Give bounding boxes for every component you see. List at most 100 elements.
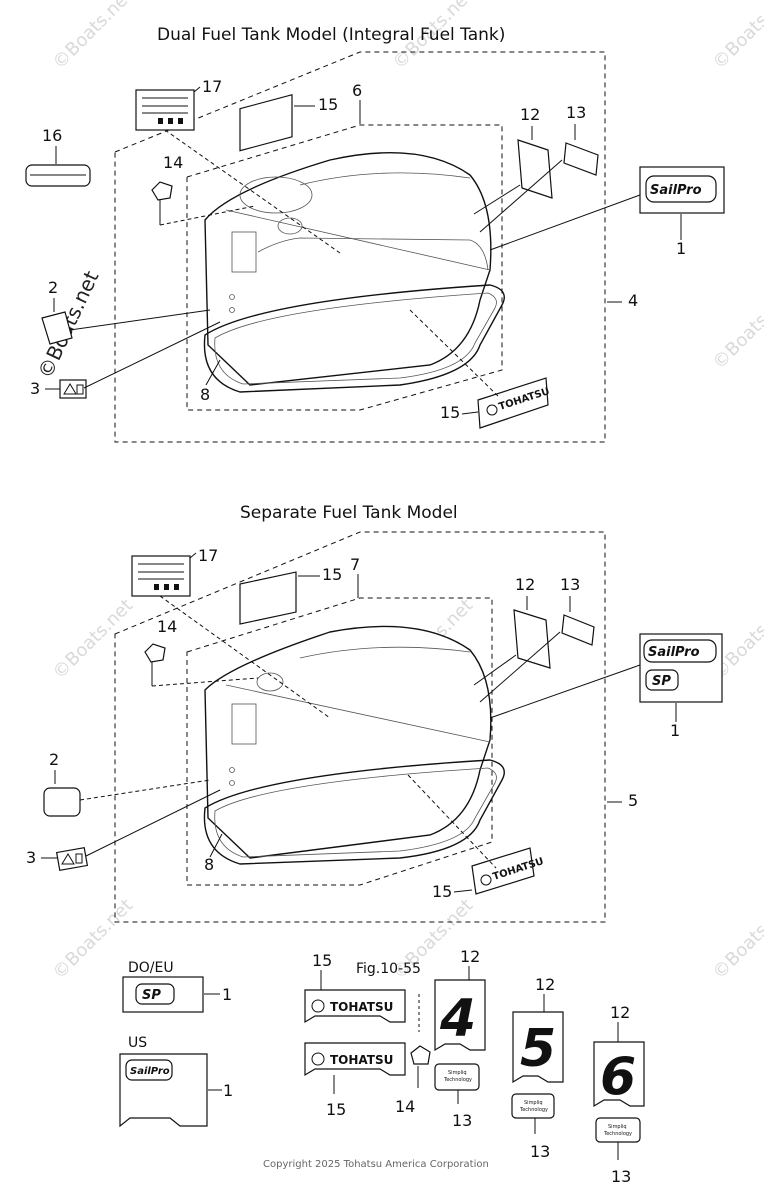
- seal-8: [203, 759, 505, 865]
- region-us: US: [128, 1035, 147, 1051]
- section-title-separate-tank: Separate Fuel Tank Model: [240, 503, 458, 523]
- callout-7: 7: [350, 555, 360, 574]
- copyright: Copyright 2025 Tohatsu America Corporati…: [263, 1159, 489, 1170]
- callout-1: 1: [670, 721, 680, 740]
- part-15-tohatsu-decal: [477, 377, 549, 429]
- callout-16: 16: [42, 126, 62, 145]
- watermark: ©Boats.net: [709, 895, 764, 983]
- callout-12: 12: [535, 975, 555, 994]
- callout-15: 15: [322, 565, 342, 584]
- callout-1: 1: [222, 985, 232, 1004]
- digit-6: 6: [600, 1047, 636, 1107]
- digit-5: 5: [520, 1019, 556, 1079]
- assembly-6-outline: [186, 124, 503, 411]
- part-13-simpliq-decal: [595, 1117, 641, 1143]
- watermark: ©Boats.net: [49, 0, 137, 74]
- sailpro-logo: SailPro: [130, 1066, 170, 1077]
- watermark: ©Boats.net: [49, 595, 137, 683]
- watermark: ©Boats.net: [709, 285, 764, 373]
- callout-13: 13: [611, 1167, 631, 1186]
- callout-1: 1: [676, 239, 686, 258]
- engine-cowl-bottom: [203, 625, 505, 865]
- callout-13: 13: [560, 575, 580, 594]
- callout-15: 15: [312, 951, 332, 970]
- bottom-section: Separate Fuel Tank Model 17 1: [26, 503, 723, 923]
- callout-3: 3: [26, 848, 36, 867]
- callout-6: 6: [352, 81, 362, 100]
- assembly-5-outline: [114, 531, 606, 923]
- region-do-eu: DO/EU: [128, 960, 174, 976]
- engine-cowl-top: [203, 152, 505, 393]
- part-13-decal: [563, 142, 599, 176]
- callout-15: 15: [318, 95, 338, 114]
- svg-text:Technology: Technology: [519, 1107, 548, 1113]
- callout-15b: 15: [432, 882, 452, 901]
- part-15-tohatsu-decal: [471, 847, 535, 895]
- callout-8: 8: [200, 385, 210, 404]
- svg-text:Simpliq: Simpliq: [448, 1070, 467, 1076]
- part-2-handle-cover: [41, 311, 73, 345]
- part-12-number-6: [593, 1041, 645, 1108]
- watermark: ©Boats.net: [49, 895, 137, 983]
- callout-13: 13: [530, 1142, 550, 1161]
- part-14-tohatsu-mark: [410, 1045, 431, 1065]
- callout-1: 1: [223, 1081, 233, 1100]
- assembly-7-outline: [186, 597, 493, 886]
- figure-ref: Fig.10-55: [356, 961, 421, 977]
- legend-section: DO/EU SP 1 US SailPro 1 15 TOHATSU TOHAT…: [119, 947, 645, 1186]
- callout-14: 14: [163, 153, 183, 172]
- callout-4: 4: [628, 291, 638, 310]
- callout-17: 17: [202, 77, 222, 96]
- tohatsu-logo: TOHATSU: [330, 1000, 393, 1014]
- part-12-number-5: [512, 1011, 564, 1084]
- part-15-tohatsu-decal: [304, 1042, 406, 1077]
- seal-8: [203, 284, 505, 393]
- part-15-decal: [239, 93, 293, 152]
- callout-2: 2: [49, 750, 59, 769]
- part-2-handle-cover: [43, 787, 81, 817]
- callout-8: 8: [204, 855, 214, 874]
- part-13-decal: [561, 614, 595, 646]
- svg-text:Technology: Technology: [443, 1077, 472, 1083]
- part-12-decal: [517, 139, 553, 199]
- part-12-decal: [513, 609, 551, 669]
- callout-14: 14: [395, 1097, 415, 1116]
- digit-4: 4: [439, 989, 476, 1049]
- callout-12: 12: [610, 1003, 630, 1022]
- part-13-simpliq-decal: [511, 1093, 555, 1119]
- callout-14: 14: [157, 617, 177, 636]
- callout-12: 12: [520, 105, 540, 124]
- sailpro-logo: SailPro: [648, 645, 700, 660]
- callout-13: 13: [566, 103, 586, 122]
- top-section: Dual Fuel Tank Model (Integral Fuel Tank…: [25, 25, 725, 443]
- callout-17: 17: [198, 546, 218, 565]
- svg-text:Simpliq: Simpliq: [524, 1100, 543, 1106]
- assembly-4-outline: [114, 51, 606, 443]
- part-15-tohatsu-decal: [304, 989, 406, 1024]
- part-14-tohatsu-mark: [151, 181, 173, 201]
- part-14-tohatsu-mark: [144, 643, 166, 663]
- callout-12: 12: [515, 575, 535, 594]
- svg-text:Technology: Technology: [603, 1131, 632, 1137]
- watermark: ©Boats.net: [709, 0, 764, 74]
- callout-5: 5: [628, 791, 638, 810]
- sp-logo: SP: [142, 988, 161, 1003]
- part-15-decal: [239, 571, 297, 625]
- part-3-warning-decal: [55, 847, 89, 871]
- sailpro-logo: SailPro: [650, 183, 702, 198]
- part-17-caution-decal: [131, 552, 197, 597]
- callout-2: 2: [48, 278, 58, 297]
- part-12-number-4: [434, 979, 486, 1052]
- tohatsu-logo: TOHATSU: [330, 1053, 393, 1067]
- part-13-simpliq-decal: [434, 1063, 480, 1091]
- callout-3: 3: [30, 379, 40, 398]
- sp-logo: SP: [652, 674, 671, 689]
- callout-15b: 15: [440, 403, 460, 422]
- section-title-dual-tank: Dual Fuel Tank Model (Integral Fuel Tank…: [157, 25, 505, 45]
- callout-15b: 15: [326, 1100, 346, 1119]
- callout-12: 12: [460, 947, 480, 966]
- svg-text:Simpliq: Simpliq: [608, 1124, 627, 1130]
- part-17-caution-decal: [135, 86, 201, 131]
- callout-13: 13: [452, 1111, 472, 1130]
